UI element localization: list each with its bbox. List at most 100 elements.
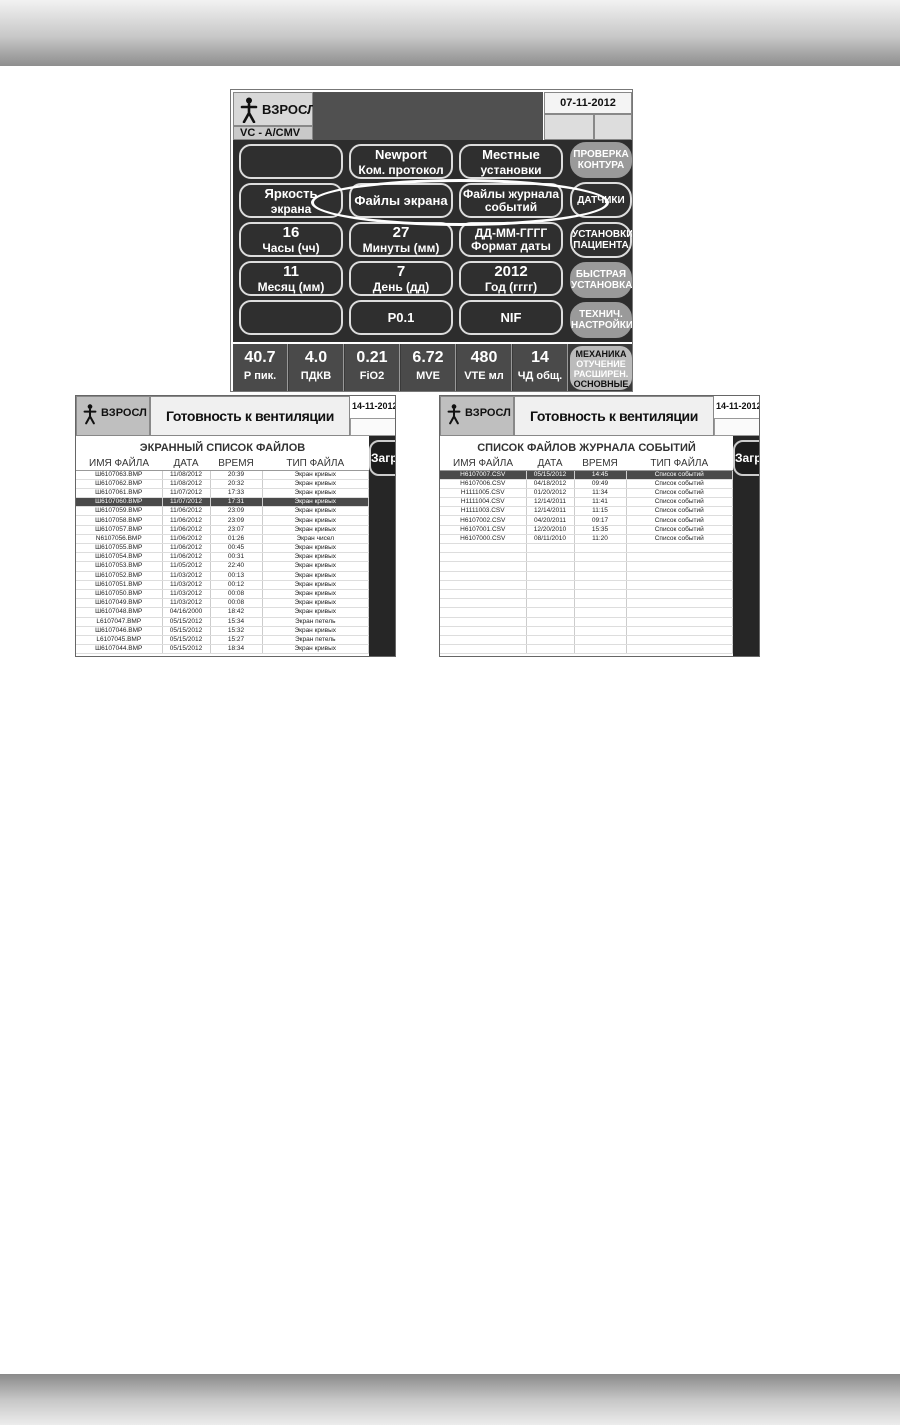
table-cell xyxy=(574,607,627,618)
table-cell: Экран кривых xyxy=(262,580,369,590)
day-button[interactable]: 7 День (дд) xyxy=(349,261,453,296)
table-cell: 04/18/2012 xyxy=(526,479,575,489)
circuit-check-button[interactable]: ПРОВЕРКА КОНТУРА xyxy=(570,142,632,178)
table-cell xyxy=(526,552,575,563)
datetime: 07-11-2012 16:27 xyxy=(544,92,632,129)
table-cell xyxy=(626,635,733,646)
p01-button[interactable]: P0.1 xyxy=(349,300,453,335)
table-cell: 11/06/2012 xyxy=(162,534,211,545)
table-row[interactable] xyxy=(440,626,733,636)
sensors-button[interactable]: ДАТЧИКИ xyxy=(570,182,632,218)
table-cell: 04/20/2011 xyxy=(526,515,575,526)
table-cell xyxy=(626,626,733,636)
page-bottom-band xyxy=(0,1374,900,1425)
table-row[interactable] xyxy=(440,607,733,618)
basic-tab[interactable]: ОСНОВНЫЕ xyxy=(573,379,629,389)
table-row[interactable] xyxy=(440,552,733,563)
quick-setup-button[interactable]: БЫСТРАЯ УСТАНОВКА xyxy=(570,262,632,298)
nif-button[interactable]: NIF xyxy=(459,300,563,335)
table-row[interactable] xyxy=(440,571,733,581)
date-format-button[interactable]: ДД-ММ-ГГГГ Формат даты xyxy=(459,222,563,257)
table-row[interactable] xyxy=(440,617,733,627)
table-row[interactable] xyxy=(440,589,733,600)
mechanics-menu[interactable]: МЕХАНИКА ОТУЧЕНИЕ РАСШИРЕН. ОСНОВНЫЕ xyxy=(570,346,632,390)
table-cell xyxy=(626,561,733,572)
year-button[interactable]: 2012 Год (гггг) xyxy=(459,261,563,296)
table-cell: 00:08 xyxy=(210,589,263,600)
patient-settings-button[interactable]: УСТАНОВКИ ПАЦИЕНТА xyxy=(570,222,632,258)
table-cell: Ш6107063.BMP xyxy=(76,470,163,480)
page-top-band xyxy=(0,0,900,66)
advanced-tab[interactable]: РАСШИРЕН. xyxy=(573,369,629,379)
weaning-tab[interactable]: ОТУЧЕНИЕ xyxy=(576,359,626,369)
table-cell xyxy=(526,561,575,572)
load-button[interactable]: Загрузка xyxy=(369,440,395,476)
status-box xyxy=(350,418,395,436)
month-button[interactable]: 11 Месяц (мм) xyxy=(239,261,343,296)
patient-mode-button[interactable]: ВЗРОСЛ xyxy=(76,396,150,436)
newport-protocol-button[interactable]: Newport Ком. протокол xyxy=(349,144,453,179)
patient-mode-button[interactable]: ВЗРОСЛ xyxy=(440,396,514,436)
table-cell: 05/15/2012 xyxy=(162,617,211,627)
table-cell xyxy=(440,580,527,590)
table-cell: 05/15/2012 xyxy=(162,626,211,636)
hours-button[interactable]: 16 Часы (чч) xyxy=(239,222,343,257)
table-row[interactable] xyxy=(440,561,733,572)
table-row[interactable] xyxy=(440,635,733,646)
minutes-button[interactable]: 27 Минуты (мм) xyxy=(349,222,453,257)
table-row[interactable] xyxy=(440,580,733,590)
table-row[interactable] xyxy=(440,598,733,609)
adult-patient-icon xyxy=(447,404,461,425)
patient-mode-button[interactable]: ВЗРОСЛ xyxy=(233,92,316,126)
table-cell: 11/06/2012 xyxy=(162,543,211,554)
table-cell: Ш6107053.BMP xyxy=(76,561,163,572)
table-cell: Экран петель xyxy=(262,635,369,646)
brightness-button[interactable]: Яркость экрана xyxy=(239,183,343,218)
list-title: ЭКРАННЫЙ СПИСОК ФАЙЛОВ xyxy=(139,442,306,454)
table-cell: 22:40 xyxy=(210,561,263,572)
mechanics-tab[interactable]: МЕХАНИКА xyxy=(575,349,627,359)
table-cell: 01:26 xyxy=(210,534,263,545)
table-cell: 11:41 xyxy=(574,497,627,508)
table-cell xyxy=(526,589,575,600)
load-button[interactable]: Загрузка xyxy=(733,440,759,476)
local-settings-button[interactable]: Местные установки xyxy=(459,144,563,179)
table-row[interactable] xyxy=(440,543,733,554)
table-cell: 11/03/2012 xyxy=(162,598,211,609)
table-cell: 09:49 xyxy=(574,479,627,489)
blank-button[interactable] xyxy=(239,300,343,335)
blank-button[interactable] xyxy=(239,144,343,179)
screen-files-button[interactable]: Файлы экрана xyxy=(349,183,453,218)
technical-settings-button[interactable]: ТЕХНИЧ. НАСТРОЙКИ xyxy=(570,302,632,338)
table-row[interactable] xyxy=(440,644,733,655)
event-log-files-button[interactable]: Файлы журнала событий xyxy=(459,183,563,218)
